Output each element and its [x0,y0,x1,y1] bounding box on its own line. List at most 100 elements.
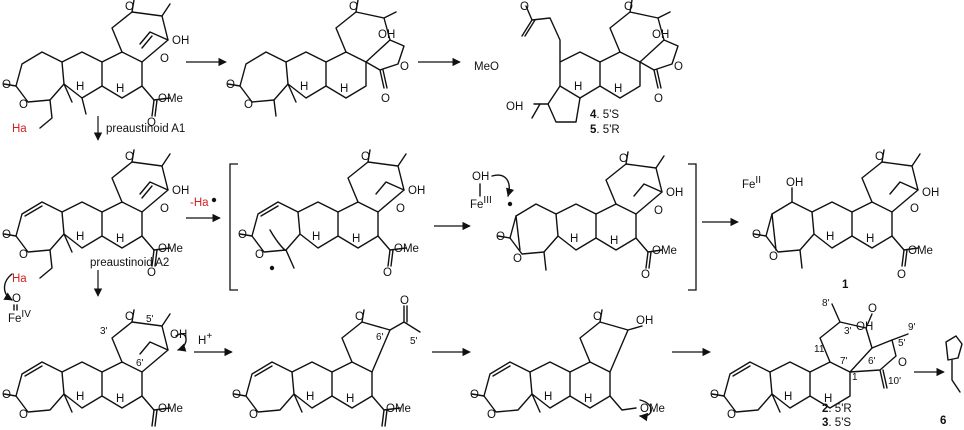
ketone-o: O [875,151,884,163]
h-stereo-2: H [352,233,360,245]
ester-label: OMe [640,403,665,415]
h-stereo: H [76,391,84,403]
h-stereo: H [574,81,582,93]
ester-o: O [383,267,392,279]
hydroxyl-label: OH [636,315,653,327]
compound-6-label: 6 [940,415,946,427]
ketone-o: O [125,1,134,13]
locant-3p: 3' [844,326,852,337]
h-stereo: H [76,231,84,243]
ketone-o-2: O [654,205,663,217]
ester-label: OMe [394,243,419,255]
acid-label: H+ [198,331,212,347]
ester-label: OMe [158,243,183,255]
locant-6p: 6' [376,332,384,343]
ring-o: O [244,99,253,111]
hydroxyl-label: OH [506,101,523,113]
locant-1: 1 [852,372,858,383]
carbonyl-o: O [2,79,11,91]
hydroxyl-label: OH [172,185,189,197]
ketone-o: O [125,151,134,163]
locant-7p: 7' [840,356,848,367]
lactone-o: O [400,61,409,73]
ketone-o: O [868,303,877,315]
ring-o: O [255,249,264,261]
locant-3p: 3' [100,326,108,337]
structure-row3-a [3,309,187,427]
h-stereo: H [784,391,792,403]
h-stereo: H [76,81,84,93]
h-stereo: H [570,233,578,245]
structure-radical-intermediate [239,149,407,269]
ring-o: O [769,251,778,263]
h-stereo-2: H [116,83,124,95]
compound-3-label: 3. 5'S [822,417,851,429]
radical-dot [507,201,513,207]
carbonyl-o: O [710,389,719,401]
hydroxyl-label: OH [378,29,395,41]
radical-dot [269,265,275,271]
locant-5p: 5' [898,338,906,349]
ha-label: Ha [12,123,27,135]
hydroxyl-label: OH [652,29,669,41]
preaustinoid-a2-label: preaustinoid A2 [90,257,169,269]
ring-o: O [249,409,258,421]
carbonyl-o: O [752,229,761,241]
carbonyl-o: O [496,231,505,243]
ketone-o: O [593,311,602,323]
locant-8p: 8' [822,298,830,309]
ketone-o-2: O [396,203,405,215]
h-stereo-2: H [610,235,618,247]
ester-label: OMe [652,245,677,257]
ha-label: Ha [12,273,27,285]
h-stereo-2: H [614,83,622,95]
lactone-carbonyl-o: O [381,93,390,105]
ring-o: O [513,253,522,265]
hydroxyl-label: OH [856,321,873,333]
structure-compound-6-sketch [945,335,963,393]
h-stereo-2: H [824,393,832,405]
structure-row3-b [233,305,421,427]
h-stereo: H [306,391,314,403]
h-stereo-2: H [340,83,348,95]
compound-4-label: 4. 5'S [590,109,619,121]
h-stereo-2: H [584,393,592,405]
preaustinoid-a1-label: preaustinoid A1 [106,123,185,135]
ketone-o: O [619,153,628,165]
oxo-o: O [12,293,21,305]
lactone-o: O [674,61,683,73]
locant-11: 11 [814,344,825,355]
structure-compound-2-3 [711,303,909,413]
fe-iii-label: FeIII [470,195,492,211]
ketone-o: O [624,1,633,13]
ketone-o: O [125,311,134,323]
h-stereo-2: H [116,393,124,405]
compound-1-label: 1 [842,279,849,291]
h-stereo: H [826,231,834,243]
carbonyl-o: O [238,229,247,241]
ketone-o: O [361,151,370,163]
ester-carbonyl-o: O [520,1,529,13]
h-abstraction-label: -Ha [190,197,209,209]
ring-o: O [19,99,28,111]
ester-o: O [147,267,156,279]
ring-o: O [487,409,496,421]
ketone-o: O [349,1,358,13]
ring-o: O [19,409,28,421]
ester-o: O [897,269,906,281]
ester-label: OMe [386,403,411,415]
ester-label: OMe [158,403,183,415]
ester-label: OMe [908,245,933,257]
carbonyl-o: O [226,79,235,91]
bracket-left [229,163,238,291]
fe-iv-label: FeIV [8,309,31,325]
structure-fe-rebound-intermediate [497,151,665,271]
hydroxyl-label: OH [786,177,803,189]
structure-row3-c [471,309,652,422]
fe-ii-label: FeII [742,175,761,191]
carbonyl-o: O [2,229,11,241]
hydroxyl-label: OH [472,171,489,183]
hydroxyl-label: OH [170,329,187,341]
hydroxyl-label: OH [408,185,425,197]
